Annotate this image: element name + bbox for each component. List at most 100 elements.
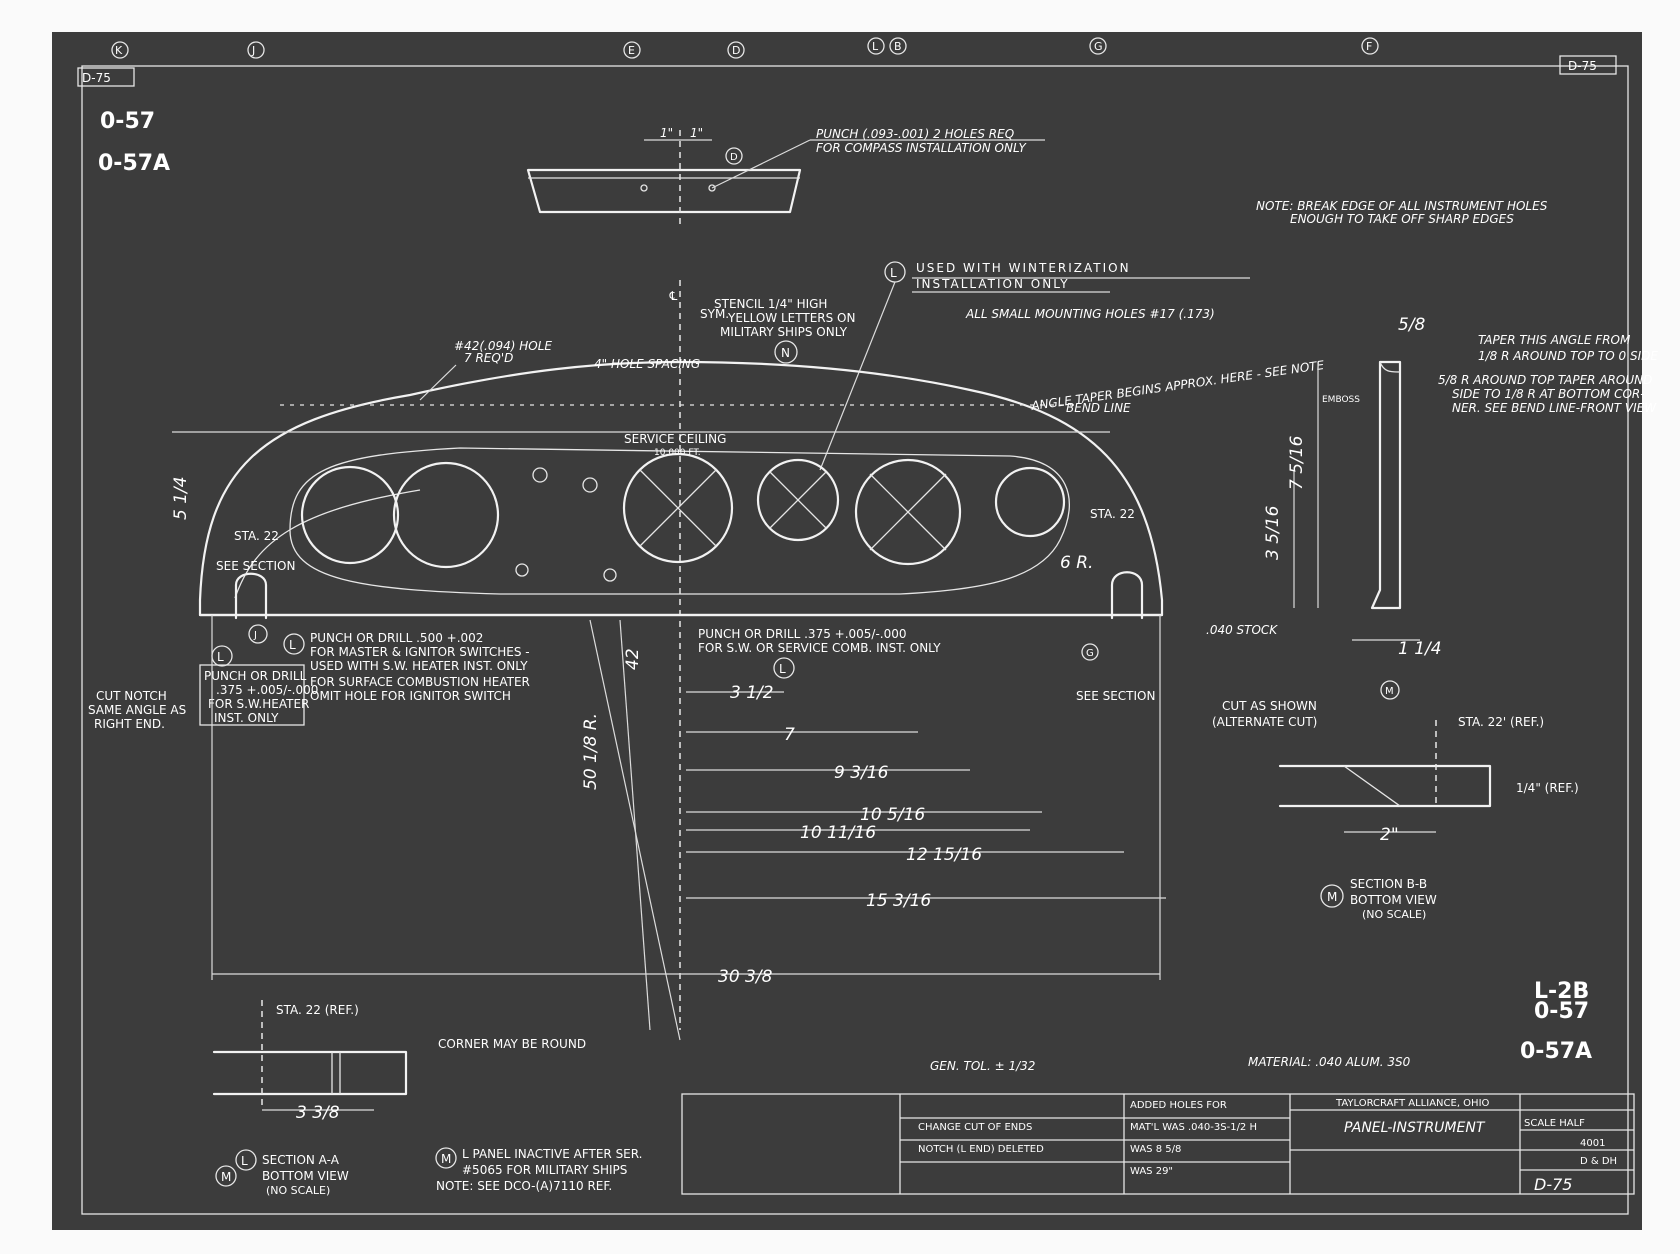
svg-text:L: L (890, 266, 897, 280)
bend-line-note: BEND LINE (1066, 401, 1131, 415)
title-block-scale: SCALE HALF (1524, 1118, 1585, 1129)
dim-7: 7 (784, 725, 795, 745)
instrument-panel-outline (172, 360, 1164, 617)
section-bb-detail (1278, 720, 1492, 833)
svg-text:℄: ℄ (668, 289, 679, 303)
corner-round-note: CORNER MAY BE ROUND (438, 1037, 586, 1051)
section-aa-view: BOTTOM VIEW (262, 1169, 349, 1183)
svg-text:M: M (1385, 686, 1394, 697)
centerline-sym: SYM. (700, 307, 729, 321)
panel-inactive-line2: #5065 FOR MILITARY SHIPS (462, 1163, 627, 1177)
title-block-title: PANEL-INSTRUMENT (1344, 1120, 1486, 1136)
punch-375-left-line1: PUNCH OR DRILL (204, 669, 307, 683)
zone-d: D (732, 44, 740, 57)
punch-500-line3: USED WITH S.W. HEATER INST. ONLY (310, 659, 528, 673)
svg-text:G: G (1086, 648, 1094, 659)
zone-k: K (115, 44, 123, 57)
taper-note-line3: 5/8 R AROUND TOP TAPER AROUND (1438, 373, 1652, 387)
svg-text:L: L (779, 662, 786, 676)
dim-30-3-8: 30 3/8 (718, 967, 773, 987)
hole-spec-line1: #42(.094) HOLE (454, 339, 552, 353)
compass-detail: 1"1" D PUNCH (.093-.001) 2 HOLES REQ FOR… (526, 126, 1045, 225)
revision-2: NOTCH (L END) DELETED (918, 1144, 1044, 1155)
service-ceiling-line1: SERVICE CEILING (624, 432, 726, 446)
horizontal-dimensions (211, 615, 1166, 980)
section-bb-title: SECTION B-B (1350, 877, 1427, 891)
title-block-model: D & DH (1580, 1156, 1617, 1167)
zone-b: B (894, 40, 902, 53)
dim-6-r: 6 R. (1060, 553, 1093, 573)
svg-text:N: N (781, 346, 790, 360)
see-section-right: SEE SECTION (1076, 689, 1155, 703)
model-057-right: 0-57 (1534, 999, 1589, 1024)
zone-l: L (872, 40, 879, 53)
dim-5-1-4: 5 1/4 (171, 476, 191, 520)
dim-9-3-16: 9 3/16 (834, 763, 889, 783)
drawing-number-right: D-75 (1568, 59, 1597, 73)
cut-notch-line1: CUT NOTCH (96, 689, 167, 703)
side-dim-1-1-4: 1 1/4 (1398, 639, 1442, 659)
hole-spacing-label: 4" HOLE SPACING (594, 357, 700, 371)
title-block-company: TAYLORCRAFT ALLIANCE, OHIO (1335, 1098, 1490, 1109)
sta22-ref-left: STA. 22 (REF.) (276, 1003, 359, 1017)
svg-text:1": 1" (660, 126, 673, 140)
side-profile-view (1293, 360, 1420, 641)
model-number-057: 0-57 (100, 109, 155, 134)
model-057a-right: 0-57A (1520, 1039, 1592, 1064)
svg-text:L: L (241, 1154, 248, 1168)
dim-42: 42 (623, 648, 643, 670)
cut-as-shown-line2: (ALTERNATE CUT) (1212, 715, 1317, 729)
compass-note-line1: PUNCH (.093-.001) 2 HOLES REQ (816, 127, 1014, 141)
sta22-ref-right: STA. 22' (REF.) (1458, 715, 1544, 729)
taper-note-line1: TAPER THIS ANGLE FROM (1478, 333, 1631, 347)
cut-as-shown-line1: CUT AS SHOWN (1222, 699, 1317, 713)
zone-e: E (628, 44, 635, 57)
dim-radius-50-1-8: 50 1/8 R. (581, 713, 601, 790)
zone-g: G (1094, 40, 1103, 53)
taper-note-line2: 1/8 R AROUND TOP TO 0 SIDE (1478, 349, 1658, 363)
revision-3: ADDED HOLES FOR (1130, 1100, 1227, 1111)
dim-7-5-16: 7 5/16 (1287, 435, 1307, 490)
side-dim-5-8: 5/8 (1398, 315, 1426, 335)
title-block (681, 1093, 1635, 1195)
dim-10-11-16: 10 11/16 (800, 823, 876, 843)
taper-note-line4: SIDE TO 1/8 R AT BOTTOM COR- (1452, 387, 1645, 401)
panel-inactive-line3: NOTE: SEE DCO-(A)7110 REF. (436, 1179, 612, 1193)
title-block-ship: 4001 (1580, 1138, 1605, 1149)
zone-markers: K J E D L B G F (111, 37, 1379, 59)
dim-2-in: 2" (1380, 825, 1399, 845)
see-section-left: SEE SECTION (216, 559, 295, 573)
svg-text:L: L (289, 638, 296, 652)
dim-15-3-16: 15 3/16 (866, 891, 931, 911)
ref-height-right: 1/4" (REF.) (1516, 781, 1579, 795)
revision-6: WAS 29" (1130, 1166, 1173, 1177)
svg-text:M: M (221, 1170, 231, 1184)
punch-375-right-line2: FOR S.W. OR SERVICE COMB. INST. ONLY (698, 641, 941, 655)
winterization-note-line1: USED WITH WINTERIZATION (916, 261, 1131, 275)
compass-note-line2: FOR COMPASS INSTALLATION ONLY (816, 141, 1027, 155)
dim-12-15-16: 12 15/16 (906, 845, 982, 865)
sta22-left: STA. 22 (234, 529, 279, 543)
model-l2b: L-2B (1534, 979, 1589, 1004)
svg-text:1": 1" (690, 126, 703, 140)
punch-375-left-line2: .375 +.005/-.000 (216, 683, 318, 697)
instrument-holes (300, 452, 1066, 582)
punch-500-line5: OMIT HOLE FOR IGNITOR SWITCH (310, 689, 511, 703)
section-bb-view: BOTTOM VIEW (1350, 893, 1437, 907)
cut-notch-line3: RIGHT END. (94, 717, 165, 731)
punch-375-left-line4: INST. ONLY (214, 711, 279, 725)
svg-text:J: J (253, 630, 257, 641)
stock-label: .040 STOCK (1206, 623, 1278, 637)
sta22-right: STA. 22 (1090, 507, 1135, 521)
small-holes-note: ALL SMALL MOUNTING HOLES #17 (.173) (965, 307, 1215, 321)
dim-3-5-16: 3 5/16 (1263, 505, 1283, 560)
section-aa-detail (212, 1000, 408, 1111)
taper-note-line5: NER. SEE BEND LINE-FRONT VIEW (1452, 401, 1657, 415)
title-block-part-no: D-75 (1534, 1175, 1572, 1194)
dim-3-1-2: 3 1/2 (730, 683, 774, 703)
dim-10-5-16: 10 5/16 (860, 805, 925, 825)
revision-1: CHANGE CUT OF ENDS (918, 1122, 1032, 1133)
stencil-note-line3: MILITARY SHIPS ONLY (720, 325, 848, 339)
emboss-label: EMBOSS (1322, 395, 1360, 405)
